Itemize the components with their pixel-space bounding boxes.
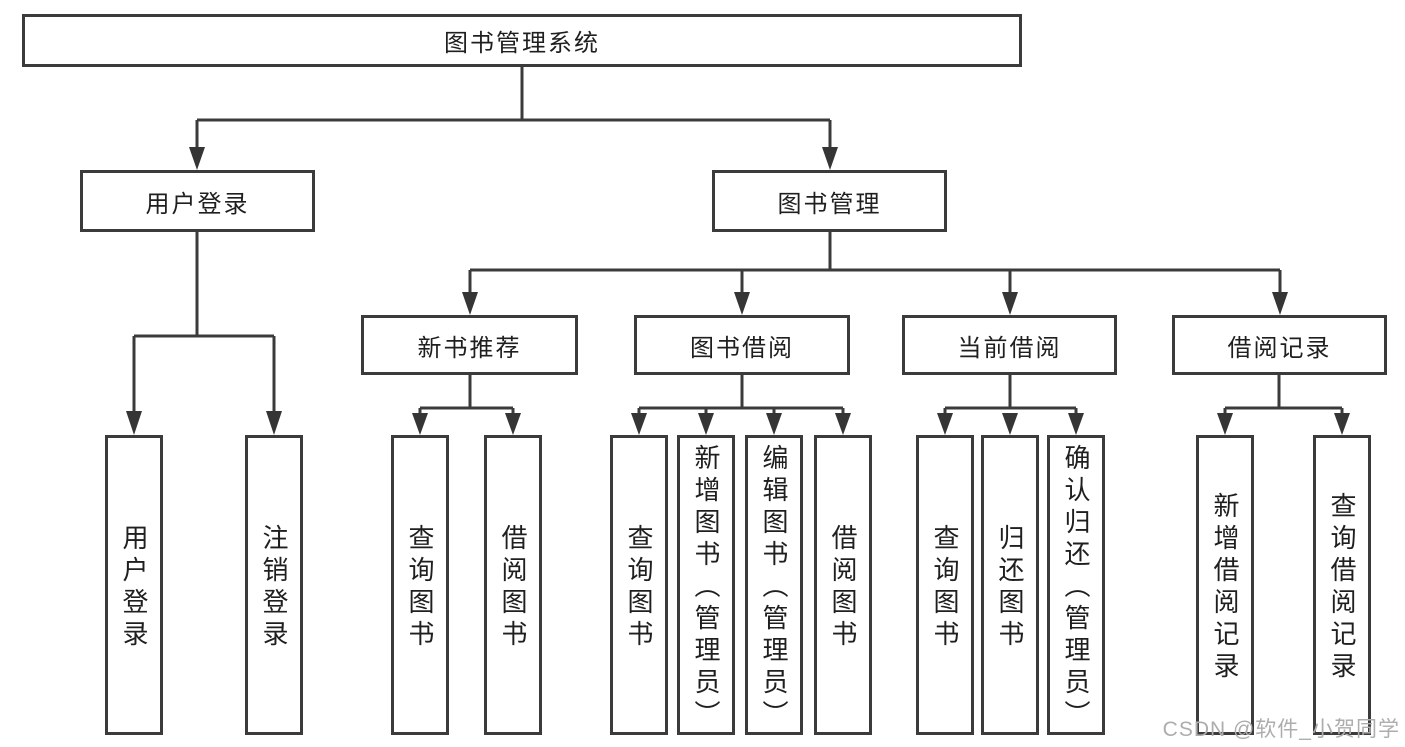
leaf-label: 确认归还（管理员）: [1061, 444, 1091, 732]
leaf-add-books-admin: 新增图书（管理员）: [677, 435, 735, 735]
leaf-label: 注销登录: [259, 524, 289, 652]
leaf-borrow-books: 借阅图书: [814, 435, 872, 735]
leaf-edit-books-admin: 编辑图书（管理员）: [745, 435, 803, 735]
leaf-label: 新增借阅记录: [1210, 492, 1240, 684]
leaf-return-books: 归还图书: [981, 435, 1039, 735]
leaf-query-books-recommend: 查询图书: [391, 435, 449, 735]
node-root: 图书管理系统: [22, 14, 1022, 67]
watermark: CSDN @软件_小贺同学: [1162, 718, 1400, 741]
node-book-borrow: 图书借阅: [634, 315, 850, 375]
leaf-label: 借阅图书: [498, 524, 528, 652]
leaf-logout: 注销登录: [245, 435, 303, 735]
node-current-borrow: 当前借阅: [902, 315, 1117, 375]
node-book-borrow-label: 图书借阅: [690, 334, 794, 362]
node-book-management-label: 图书管理: [777, 190, 882, 218]
node-user-login: 用户登录: [80, 170, 315, 232]
node-book-management: 图书管理: [712, 170, 947, 232]
leaf-query-books-current: 查询图书: [916, 435, 974, 735]
leaf-label: 查询图书: [930, 524, 960, 652]
node-current-borrow-label: 当前借阅: [957, 334, 1062, 362]
leaf-label: 编辑图书（管理员）: [759, 444, 789, 732]
node-borrow-records: 借阅记录: [1172, 315, 1387, 375]
leaf-query-borrow-record: 查询借阅记录: [1313, 435, 1371, 735]
leaf-label: 新增图书（管理员）: [691, 444, 721, 732]
leaf-label: 借阅图书: [828, 524, 858, 652]
node-root-label: 图书管理系统: [444, 30, 600, 57]
leaf-label: 查询图书: [624, 524, 654, 652]
leaf-borrow-books-recommend: 借阅图书: [484, 435, 542, 735]
leaf-label: 查询图书: [405, 524, 435, 652]
node-user-login-label: 用户登录: [145, 190, 250, 218]
leaf-add-borrow-record: 新增借阅记录: [1196, 435, 1254, 735]
leaf-user-login: 用户登录: [105, 435, 163, 735]
node-new-book-recommend-label: 新书推荐: [417, 334, 522, 362]
leaf-label: 归还图书: [995, 524, 1025, 652]
leaf-query-books-borrow: 查询图书: [610, 435, 668, 735]
node-borrow-records-label: 借阅记录: [1227, 334, 1332, 362]
leaf-confirm-return-admin: 确认归还（管理员）: [1047, 435, 1105, 735]
node-new-book-recommend: 新书推荐: [361, 315, 578, 375]
leaf-label: 查询借阅记录: [1327, 492, 1357, 684]
leaf-label: 用户登录: [119, 524, 149, 652]
